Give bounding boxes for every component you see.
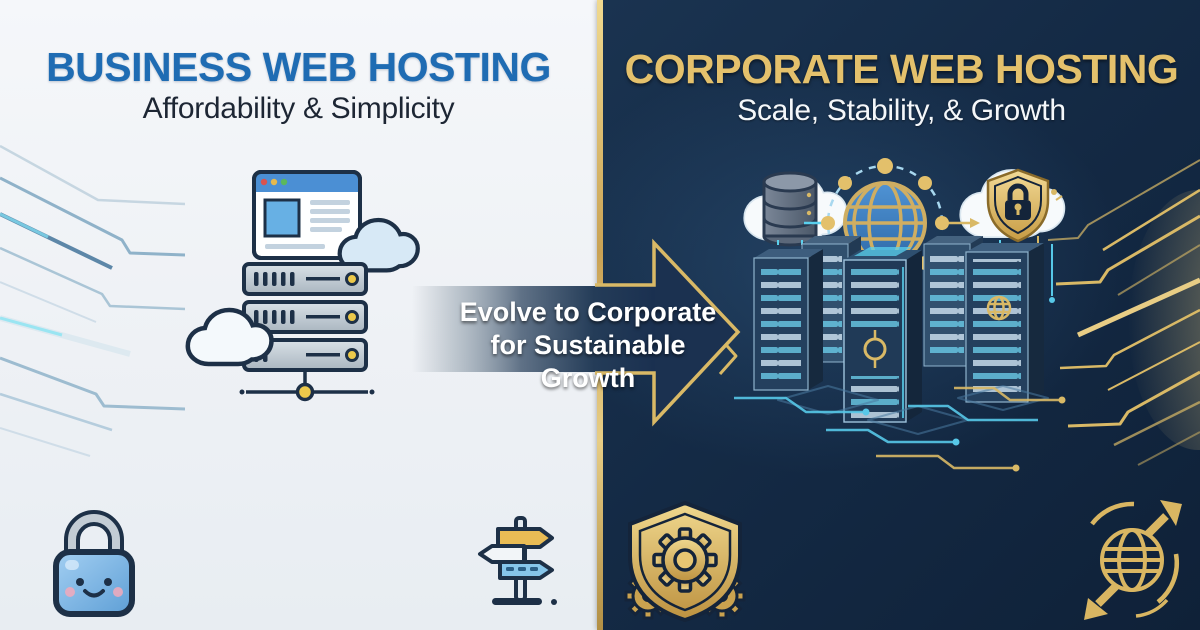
tech-lines-right-icon bbox=[1048, 159, 1200, 466]
evolve-arrow bbox=[398, 224, 770, 446]
server-stack-icon bbox=[242, 262, 368, 372]
business-title: BUSINESS WEB HOSTING bbox=[46, 44, 551, 90]
browser-window-icon bbox=[252, 170, 362, 260]
signpost-icon bbox=[478, 516, 557, 605]
business-hosting-illustration bbox=[168, 170, 478, 402]
cloud-database-icon bbox=[743, 171, 848, 288]
arrow-caption-line1: Evolve to Corporate bbox=[459, 297, 717, 327]
tech-lines-left-icon bbox=[0, 144, 185, 457]
business-heading-block: BUSINESS WEB HOSTING Affordability & Sim… bbox=[0, 44, 597, 126]
circuit-traces bbox=[718, 244, 1066, 472]
friendly-lock-icon bbox=[53, 510, 135, 617]
shield-gear-icon bbox=[624, 500, 746, 623]
business-subtitle: Affordability & Simplicity bbox=[142, 92, 455, 125]
arrow-shape bbox=[412, 238, 741, 427]
arrow-caption: Evolve to Corporate for Sustainable Grow… bbox=[450, 296, 726, 395]
corporate-heading-block: CORPORATE WEB HOSTING Scale, Stability, … bbox=[603, 46, 1200, 128]
corporate-hosting-illustration bbox=[718, 158, 1066, 472]
corporate-subtitle: Scale, Stability, & Growth bbox=[737, 94, 1066, 127]
arrow-caption-line2: for Sustainable Growth bbox=[490, 330, 686, 393]
corporate-title: CORPORATE WEB HOSTING bbox=[624, 46, 1179, 92]
server-towers-icon bbox=[753, 236, 1044, 423]
network-node-icon bbox=[239, 370, 375, 402]
globe-expansion-icon bbox=[1084, 500, 1182, 620]
